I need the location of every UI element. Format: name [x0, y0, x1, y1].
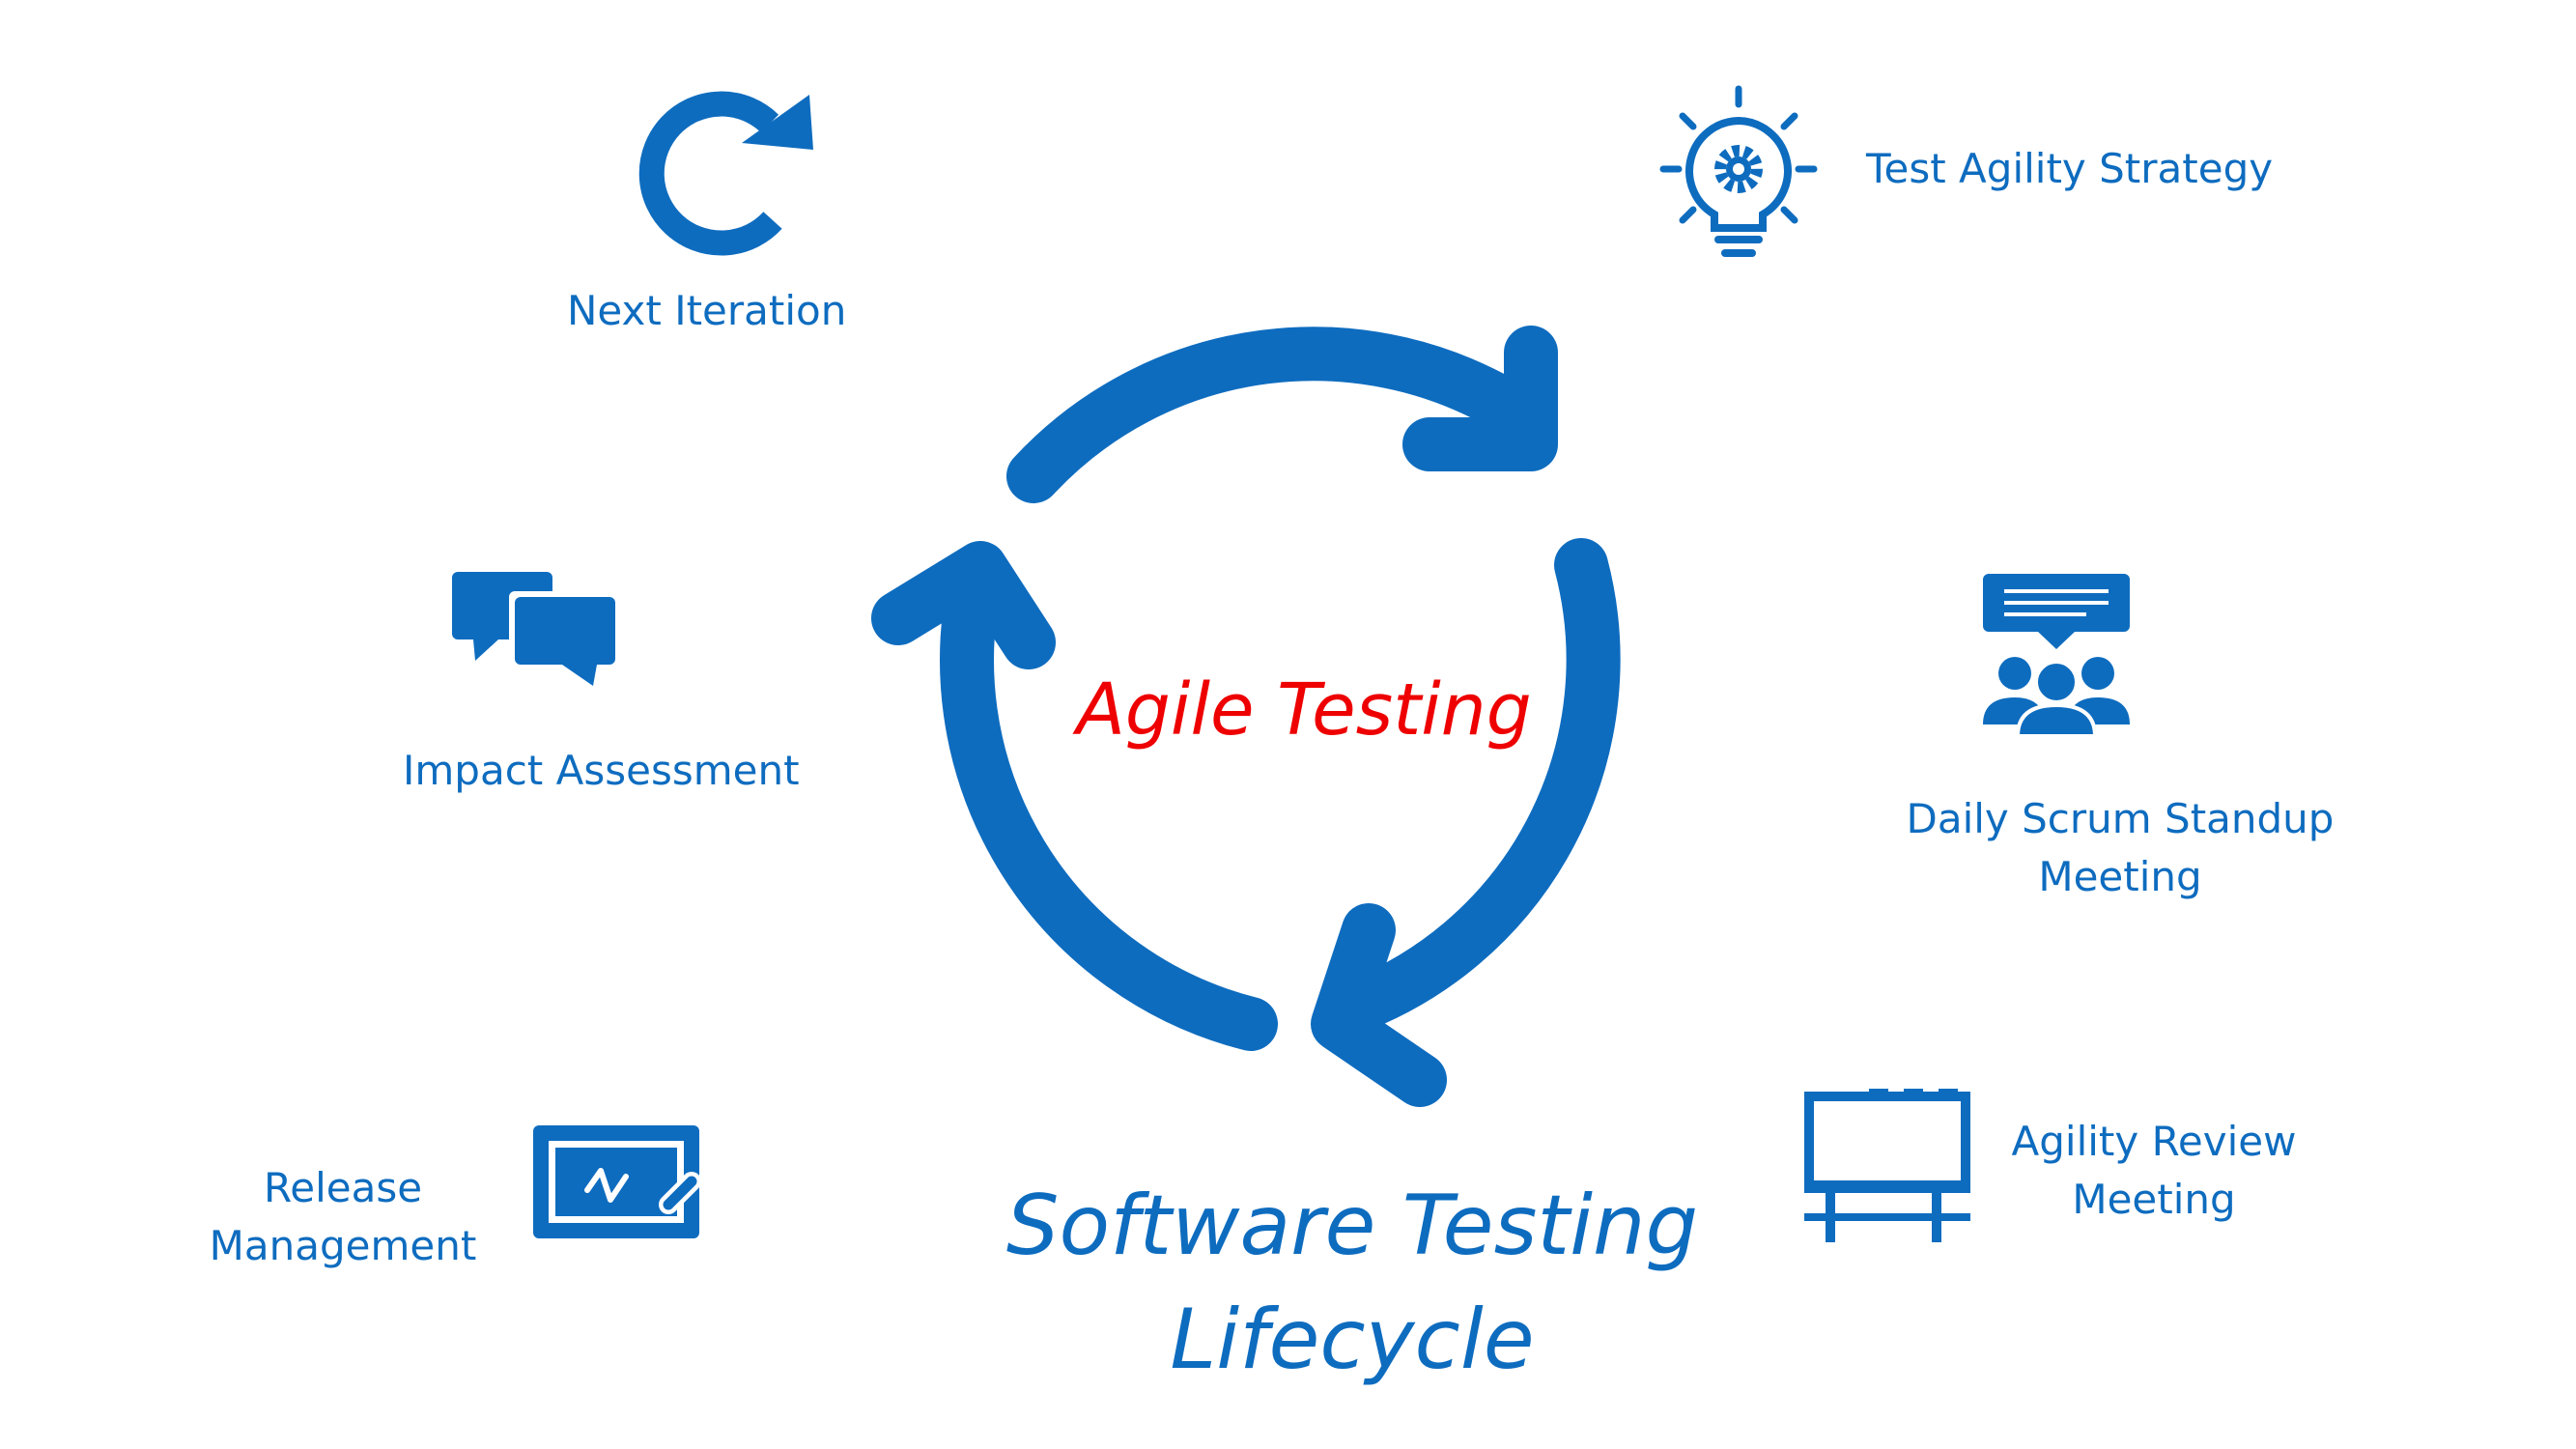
- impact-assessment-label: Impact Assessment: [403, 747, 800, 794]
- daily-scrum-label: Daily Scrum Standup Meeting: [1893, 790, 2347, 906]
- lightbulb-gear-icon: [1659, 85, 1818, 257]
- release-management-label: Release Management: [198, 1159, 488, 1275]
- daily-scrum-label-line1: Daily Scrum Standup: [1906, 795, 2335, 842]
- test-agility-strategy-label: Test Agility Strategy: [1866, 145, 2274, 192]
- whiteboard-icon: [533, 1125, 701, 1238]
- cycle-arrows: [871, 326, 1621, 1107]
- agility-review-label-line2: Meeting: [2072, 1176, 2236, 1223]
- release-management-label-line2: Management: [209, 1222, 477, 1269]
- agility-review-label: Agility Review Meeting: [1990, 1113, 2318, 1229]
- software-testing-lifecycle-title: Software Testing Lifecycle: [869, 1169, 1835, 1397]
- billboard-icon: [1804, 1089, 1970, 1242]
- refresh-icon: [638, 91, 813, 256]
- software-testing-lifecycle-line2: Lifecycle: [1170, 1292, 1535, 1388]
- chat-bubbles-icon: [452, 572, 619, 686]
- cycle-arrow-left: [871, 541, 1278, 1051]
- cycle-arrow-top: [1006, 326, 1558, 503]
- daily-scrum-label-line2: Meeting: [2038, 853, 2202, 900]
- agile-testing-title: Agile Testing: [1076, 668, 1532, 752]
- cycle-arrow-right: [1311, 538, 1621, 1107]
- software-testing-lifecycle-line1: Software Testing: [1005, 1178, 1699, 1274]
- next-iteration-label: Next Iteration: [567, 287, 847, 334]
- release-management-label-line1: Release: [263, 1164, 423, 1211]
- meeting-presentation-icon: [1983, 574, 2130, 738]
- agility-review-label-line1: Agility Review: [2011, 1118, 2297, 1165]
